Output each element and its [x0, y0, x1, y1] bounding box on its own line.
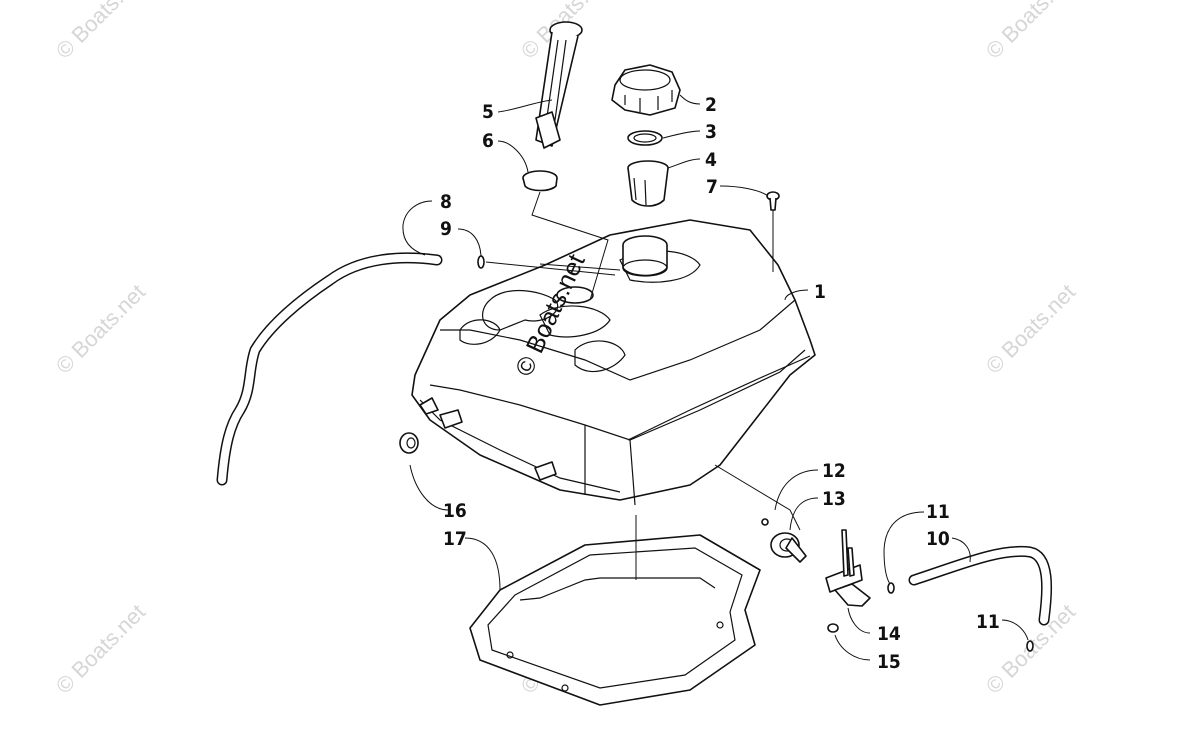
callout-6: 6	[482, 130, 494, 152]
strainer-part-4	[627, 160, 669, 207]
callout-labels: 1 2 3 4 5 6 7 8 9 10 11 11 12 13 14 15 1…	[440, 94, 1000, 673]
callout-13: 13	[822, 488, 846, 510]
watermark-5: © Boats.net	[981, 279, 1080, 378]
callout-5: 5	[482, 101, 494, 123]
watermark-3: © Boats.net	[981, 0, 1080, 64]
watermark-4: © Boats.net	[51, 279, 150, 378]
callout-8: 8	[440, 191, 452, 213]
bottom-plate-part-17	[469, 534, 761, 706]
washer-part-15	[827, 623, 839, 633]
callout-9: 9	[440, 218, 452, 240]
callout-15: 15	[877, 651, 901, 673]
fuel-valve-assembly	[761, 518, 871, 633]
callout-7: 7	[706, 176, 718, 198]
clamp-part-11b	[1026, 640, 1034, 652]
vent-hose-part-8	[216, 252, 443, 486]
fuel-gauge-part-5	[535, 21, 583, 149]
callout-11a: 11	[926, 501, 950, 523]
gasket-part-3	[627, 130, 663, 146]
clamp-part-9	[477, 255, 485, 269]
callout-11b: 11	[976, 611, 1000, 633]
grommet-part-6	[522, 170, 558, 192]
callout-1: 1	[814, 281, 826, 303]
grommet-part-16	[399, 432, 419, 454]
watermark-6: © Boats.net	[51, 599, 150, 698]
leader-lines	[402, 94, 1029, 661]
fuel-cap-part-2	[611, 64, 681, 116]
callout-3: 3	[705, 121, 717, 143]
callout-16: 16	[443, 500, 467, 522]
fuel-tank-part-1	[411, 219, 816, 506]
screw-part-12	[761, 518, 769, 526]
callout-14: 14	[877, 623, 901, 645]
watermark-1: © Boats.net	[51, 0, 150, 64]
callout-10: 10	[926, 528, 950, 550]
callout-17: 17	[443, 528, 467, 550]
callout-4: 4	[705, 149, 717, 171]
fuel-hose-part-10	[887, 545, 1053, 652]
callout-12: 12	[822, 460, 846, 482]
screw-part-7	[766, 191, 780, 211]
clamp-part-11a	[887, 582, 895, 594]
callout-2: 2	[705, 94, 717, 116]
